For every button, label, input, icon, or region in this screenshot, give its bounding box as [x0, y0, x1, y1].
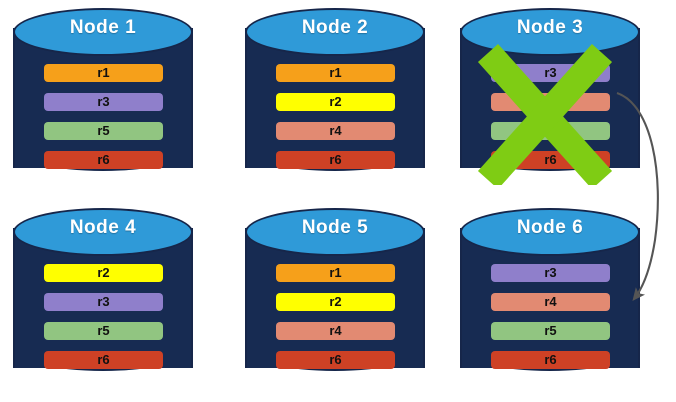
cylinder-top — [13, 208, 193, 256]
record-bar[interactable]: r3 — [44, 293, 163, 311]
record-bar[interactable]: r4 — [491, 93, 610, 111]
record-bar[interactable]: r6 — [44, 351, 163, 369]
node-title: Node 1 — [69, 17, 137, 38]
record-bar[interactable]: r4 — [491, 293, 610, 311]
record-bar[interactable]: r3 — [491, 64, 610, 82]
record-bar[interactable]: r3 — [44, 93, 163, 111]
cylinder-top — [13, 8, 193, 56]
cylinder-top — [460, 208, 640, 256]
record-bar[interactable]: r5 — [491, 122, 610, 140]
node-3[interactable]: Node 3 r3 r4 r5 r6 — [460, 8, 640, 185]
record-bar[interactable]: r1 — [276, 64, 395, 82]
record-bar[interactable]: r2 — [276, 93, 395, 111]
node-1[interactable]: Node 1 r1 r3 r5 r6 — [13, 8, 193, 185]
cylinder-top — [245, 208, 425, 256]
node-5[interactable]: Node 5 r1 r2 r4 r6 — [245, 208, 425, 385]
record-bar[interactable]: r6 — [44, 151, 163, 169]
record-bar[interactable]: r6 — [276, 351, 395, 369]
record-bar[interactable]: r2 — [276, 293, 395, 311]
record-list: r3 r4 r5 r6 — [491, 264, 610, 369]
node-title: Node 4 — [69, 217, 137, 238]
record-list: r1 r2 r4 r6 — [276, 64, 395, 169]
node-2[interactable]: Node 2 r1 r2 r4 r6 — [245, 8, 425, 185]
record-list: r3 r4 r5 r6 — [491, 64, 610, 169]
record-list: r1 r2 r4 r6 — [276, 264, 395, 369]
node-title: Node 2 — [301, 17, 369, 38]
record-list: r2 r3 r5 r6 — [44, 264, 163, 369]
record-bar[interactable]: r3 — [491, 264, 610, 282]
node-6[interactable]: Node 6 r3 r4 r5 r6 — [460, 208, 640, 385]
node-title: Node 3 — [516, 17, 584, 38]
record-list: r1 r3 r5 r6 — [44, 64, 163, 169]
record-bar[interactable]: r5 — [44, 122, 163, 140]
record-bar[interactable]: r5 — [44, 322, 163, 340]
node-4[interactable]: Node 4 r2 r3 r5 r6 — [13, 208, 193, 385]
record-bar[interactable]: r4 — [276, 322, 395, 340]
record-bar[interactable]: r1 — [276, 264, 395, 282]
record-bar[interactable]: r6 — [491, 351, 610, 369]
record-bar[interactable]: r4 — [276, 122, 395, 140]
node-title: Node 6 — [516, 217, 584, 238]
record-bar[interactable]: r6 — [276, 151, 395, 169]
node-title: Node 5 — [301, 217, 369, 238]
record-bar[interactable]: r1 — [44, 64, 163, 82]
record-bar[interactable]: r6 — [491, 151, 610, 169]
cylinder-top — [245, 8, 425, 56]
record-bar[interactable]: r2 — [44, 264, 163, 282]
record-bar[interactable]: r5 — [491, 322, 610, 340]
